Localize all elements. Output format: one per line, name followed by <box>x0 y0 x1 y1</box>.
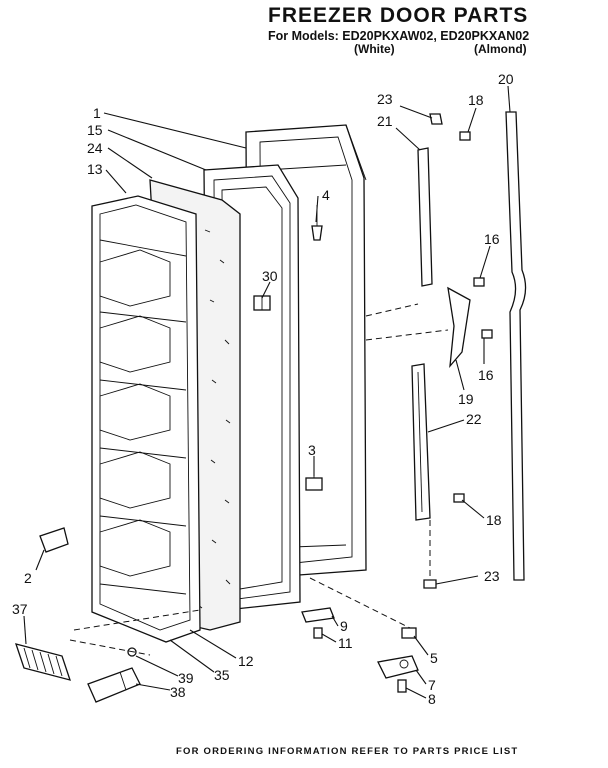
part-4-screw <box>311 205 323 241</box>
callout-8: 8 <box>428 691 436 707</box>
models-line: For Models: ED20PKXAW02, ED20PKXAN02 <box>268 29 530 43</box>
part-23-cap-top <box>429 113 443 125</box>
part-21-handle-top-rail <box>417 147 433 287</box>
callout-16-bottom: 16 <box>478 367 494 383</box>
liner-shelves <box>99 239 187 595</box>
callout-1: 1 <box>93 105 101 121</box>
callout-37: 37 <box>12 601 28 617</box>
callout-9: 9 <box>340 618 348 634</box>
part-38-handle <box>87 667 141 703</box>
callout-16-top: 16 <box>484 231 500 247</box>
part-11-screw <box>313 627 323 639</box>
part-9-hinge-plate <box>301 607 335 623</box>
leader-lines <box>23 85 511 699</box>
part-19-handle-bracket <box>447 286 471 368</box>
door-liner <box>91 195 201 643</box>
callout-18-bottom: 18 <box>486 512 502 528</box>
callout-23-bottom: 23 <box>484 568 500 584</box>
part-22-handle-bottom-rail <box>411 363 431 521</box>
part-30-clip <box>253 295 271 311</box>
callout-24: 24 <box>87 140 103 156</box>
part-8-screw <box>397 679 407 693</box>
callout-5: 5 <box>430 650 438 666</box>
callout-11: 11 <box>338 635 353 651</box>
callout-38: 38 <box>170 684 186 700</box>
callout-35: 35 <box>214 667 230 683</box>
callout-2: 2 <box>24 570 32 586</box>
callout-15: 15 <box>87 122 103 138</box>
part-16-screws <box>473 277 493 339</box>
page-title: FREEZER DOOR PARTS <box>268 4 529 27</box>
part-2-button <box>39 527 69 553</box>
callouts: 1 15 24 13 4 30 3 2 37 39 38 35 12 9 11 … <box>12 71 514 707</box>
callout-3: 3 <box>308 442 316 458</box>
callout-13: 13 <box>87 161 103 177</box>
part-37-trim <box>15 643 71 681</box>
part-7-hinge <box>377 655 419 679</box>
callout-18-top: 18 <box>468 92 484 108</box>
callout-23-top: 23 <box>377 91 393 107</box>
assembly-lines <box>69 303 449 656</box>
callout-12: 12 <box>238 653 254 669</box>
ordering-footer: FOR ORDERING INFORMATION REFER TO PARTS … <box>176 746 519 757</box>
callout-21: 21 <box>377 113 393 129</box>
callout-22: 22 <box>466 411 482 427</box>
callout-7: 7 <box>428 677 436 693</box>
callout-30: 30 <box>262 268 278 284</box>
almond-variant-label: (Almond) <box>474 42 527 56</box>
callout-39: 39 <box>178 670 194 686</box>
part-18-screws <box>453 131 471 503</box>
callout-4: 4 <box>322 187 330 203</box>
callout-20: 20 <box>498 71 514 87</box>
callout-19: 19 <box>458 391 474 407</box>
part-20-handle-trim <box>505 111 527 581</box>
white-variant-label: (White) <box>354 42 395 56</box>
part-23-cap-bottom <box>423 579 437 589</box>
